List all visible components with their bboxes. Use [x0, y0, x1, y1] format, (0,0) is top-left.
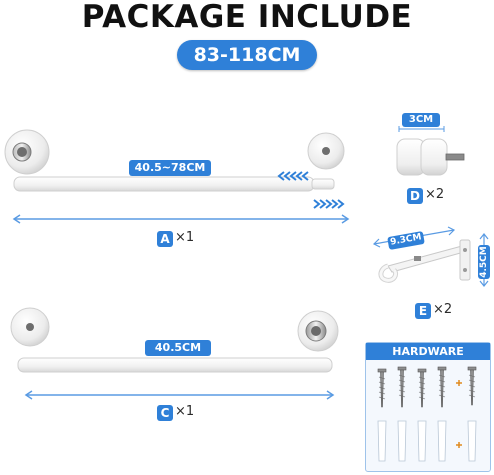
finial-right-c: [297, 310, 339, 352]
bracket-e-height-label: 4.5CM: [478, 245, 490, 279]
item-c-qty: ×1: [175, 404, 195, 419]
item-a-qty: ×1: [175, 230, 195, 245]
size-range-badge: 83-118CM: [177, 40, 317, 70]
hardware-illustration: [366, 361, 490, 469]
item-e-qty: ×2: [433, 302, 453, 317]
finial-right-a: [307, 132, 345, 170]
item-e-letter: E: [415, 303, 431, 319]
rod-c-illustration: [0, 300, 360, 410]
connector-d-width-label: 3CM: [402, 113, 440, 127]
connector-d-illustration: [385, 125, 475, 185]
rod-a-illustration: [0, 120, 360, 260]
item-a-letter: A: [157, 231, 173, 247]
finial-left-c: [10, 307, 50, 347]
item-d-letter: D: [407, 188, 423, 204]
rod-c-length-label: 40.5CM: [145, 340, 211, 356]
bracket-e-illustration: [358, 222, 494, 302]
retract-arrows-icon: [277, 171, 309, 181]
rod-a-length-label: 40.5~78CM: [129, 160, 211, 176]
finial-left-a: [4, 129, 50, 175]
hardware-title: HARDWARE: [366, 343, 490, 360]
hardware-panel: HARDWARE: [365, 342, 491, 472]
page-title: PACKAGE INCLUDE: [81, 0, 413, 35]
wall-anchor-icon: [377, 420, 477, 462]
item-c-letter: C: [157, 405, 173, 421]
extend-arrows-icon: [313, 199, 345, 209]
screw-icon: [377, 366, 477, 408]
plus-icon: [456, 380, 462, 448]
item-d-qty: ×2: [425, 187, 445, 202]
